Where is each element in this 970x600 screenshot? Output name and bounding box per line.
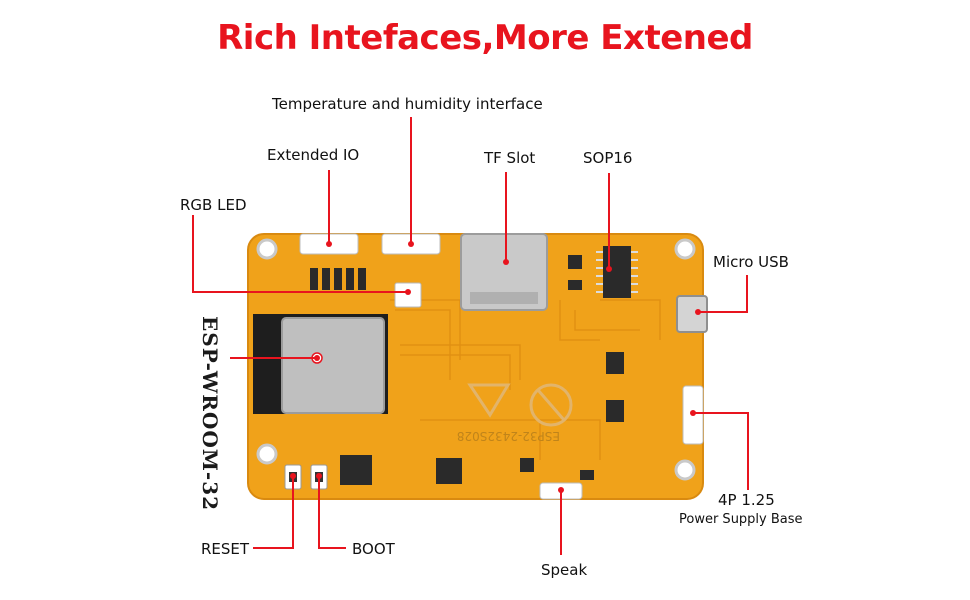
micro-usb-port xyxy=(676,295,708,333)
mounting-holes xyxy=(256,238,696,481)
callout-lines xyxy=(192,117,749,555)
callout-rgb-led xyxy=(192,215,408,293)
tf-slot xyxy=(460,233,548,311)
label-reset: RESET xyxy=(201,540,250,558)
label-esp-module: ESP-WROOM-32 xyxy=(198,316,222,512)
label-extended-io: Extended IO xyxy=(267,146,360,164)
small-components xyxy=(310,255,624,485)
label-tf-slot: TF Slot xyxy=(484,149,536,167)
callout-micro-usb xyxy=(698,275,748,313)
callout-reset xyxy=(253,476,294,549)
label-power-supply-name: 4P 1.25 xyxy=(718,491,775,509)
esp-module-shield xyxy=(281,317,385,414)
board-marking: ESP32-2432S028 xyxy=(457,429,560,443)
sop16-chip xyxy=(603,246,631,298)
label-sop16: SOP16 xyxy=(583,149,633,167)
label-temp-humidity: Temperature and humidity interface xyxy=(272,95,543,113)
label-boot: BOOT xyxy=(352,540,395,558)
callout-boot xyxy=(318,476,346,549)
label-micro-usb: Micro USB xyxy=(713,253,789,271)
label-speak: Speak xyxy=(541,561,588,579)
callout-dots xyxy=(290,241,701,493)
page-title: Rich Intefaces,More Extened xyxy=(217,18,753,58)
label-rgb-led: RGB LED xyxy=(180,196,247,214)
label-power-supply-desc: Power Supply Base xyxy=(679,512,803,527)
callout-power xyxy=(693,412,749,490)
